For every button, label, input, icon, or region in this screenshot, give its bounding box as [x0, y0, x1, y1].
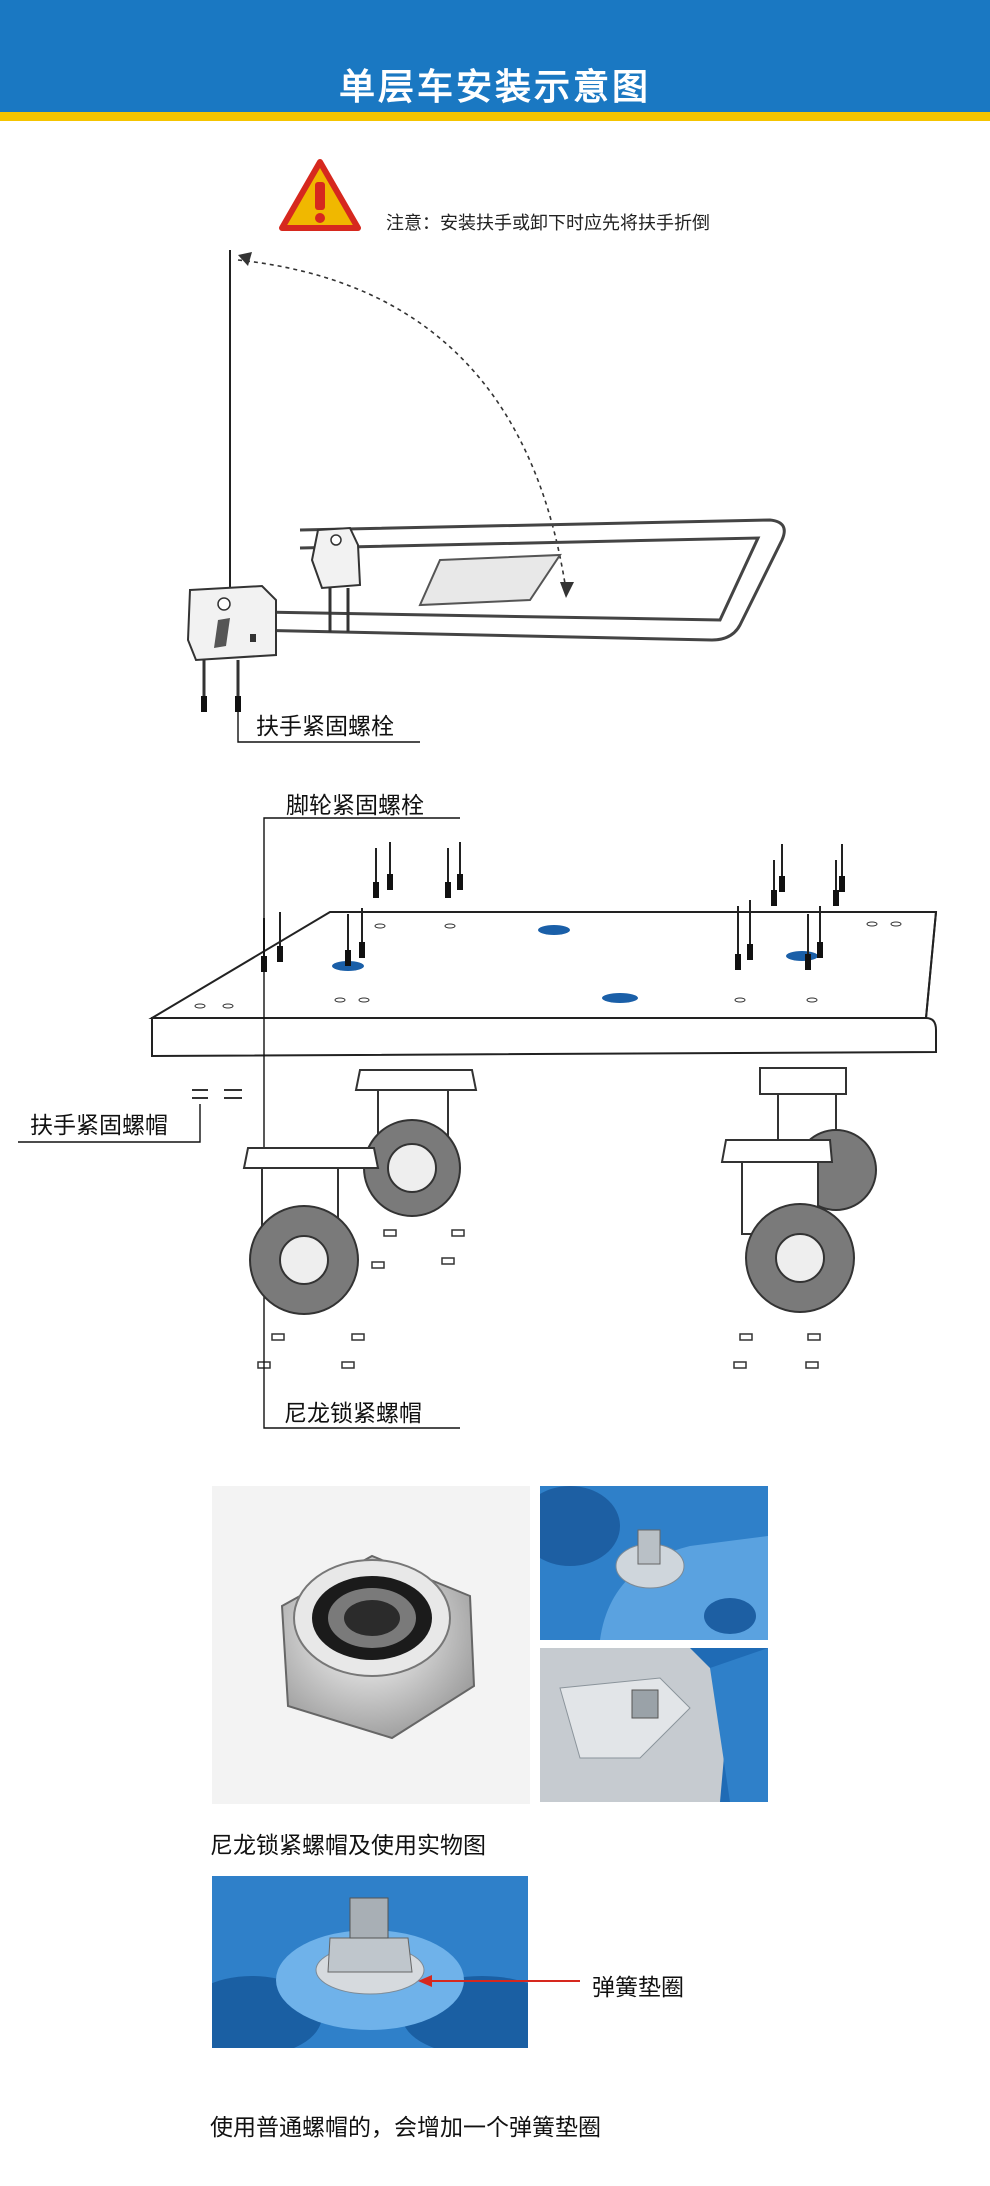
header-banner [0, 0, 990, 112]
installed-nut-photo-bottom [540, 1648, 768, 1802]
installation-note: 注意：安装扶手或卸下时应先将扶手折倒 [386, 213, 710, 234]
spring-washer-caption: 使用普通螺帽的，会增加一个弹簧垫圈 [210, 2115, 601, 2141]
spring-washer-label: 弹簧垫圈 [592, 1975, 684, 2001]
page-title: 单层车安装示意图 [338, 67, 651, 108]
base-diagram [18, 817, 938, 1429]
header-stripe [0, 112, 990, 121]
spring-washer-photo [212, 1876, 528, 2048]
handle-nut-label: 扶手紧固螺帽 [30, 1113, 168, 1139]
handle-bolt-label: 扶手紧固螺栓 [256, 714, 394, 740]
handle-diagram [186, 250, 786, 743]
installed-nut-photo-top [540, 1486, 768, 1640]
nylon-nut-caption: 尼龙锁紧螺帽及使用实物图 [210, 1833, 486, 1859]
nylon-nut-photo [212, 1486, 530, 1804]
caster-bolt-label: 脚轮紧固螺栓 [286, 793, 424, 819]
nylon-nut-label: 尼龙锁紧螺帽 [284, 1401, 422, 1427]
warning-triangle-icon [279, 159, 361, 231]
